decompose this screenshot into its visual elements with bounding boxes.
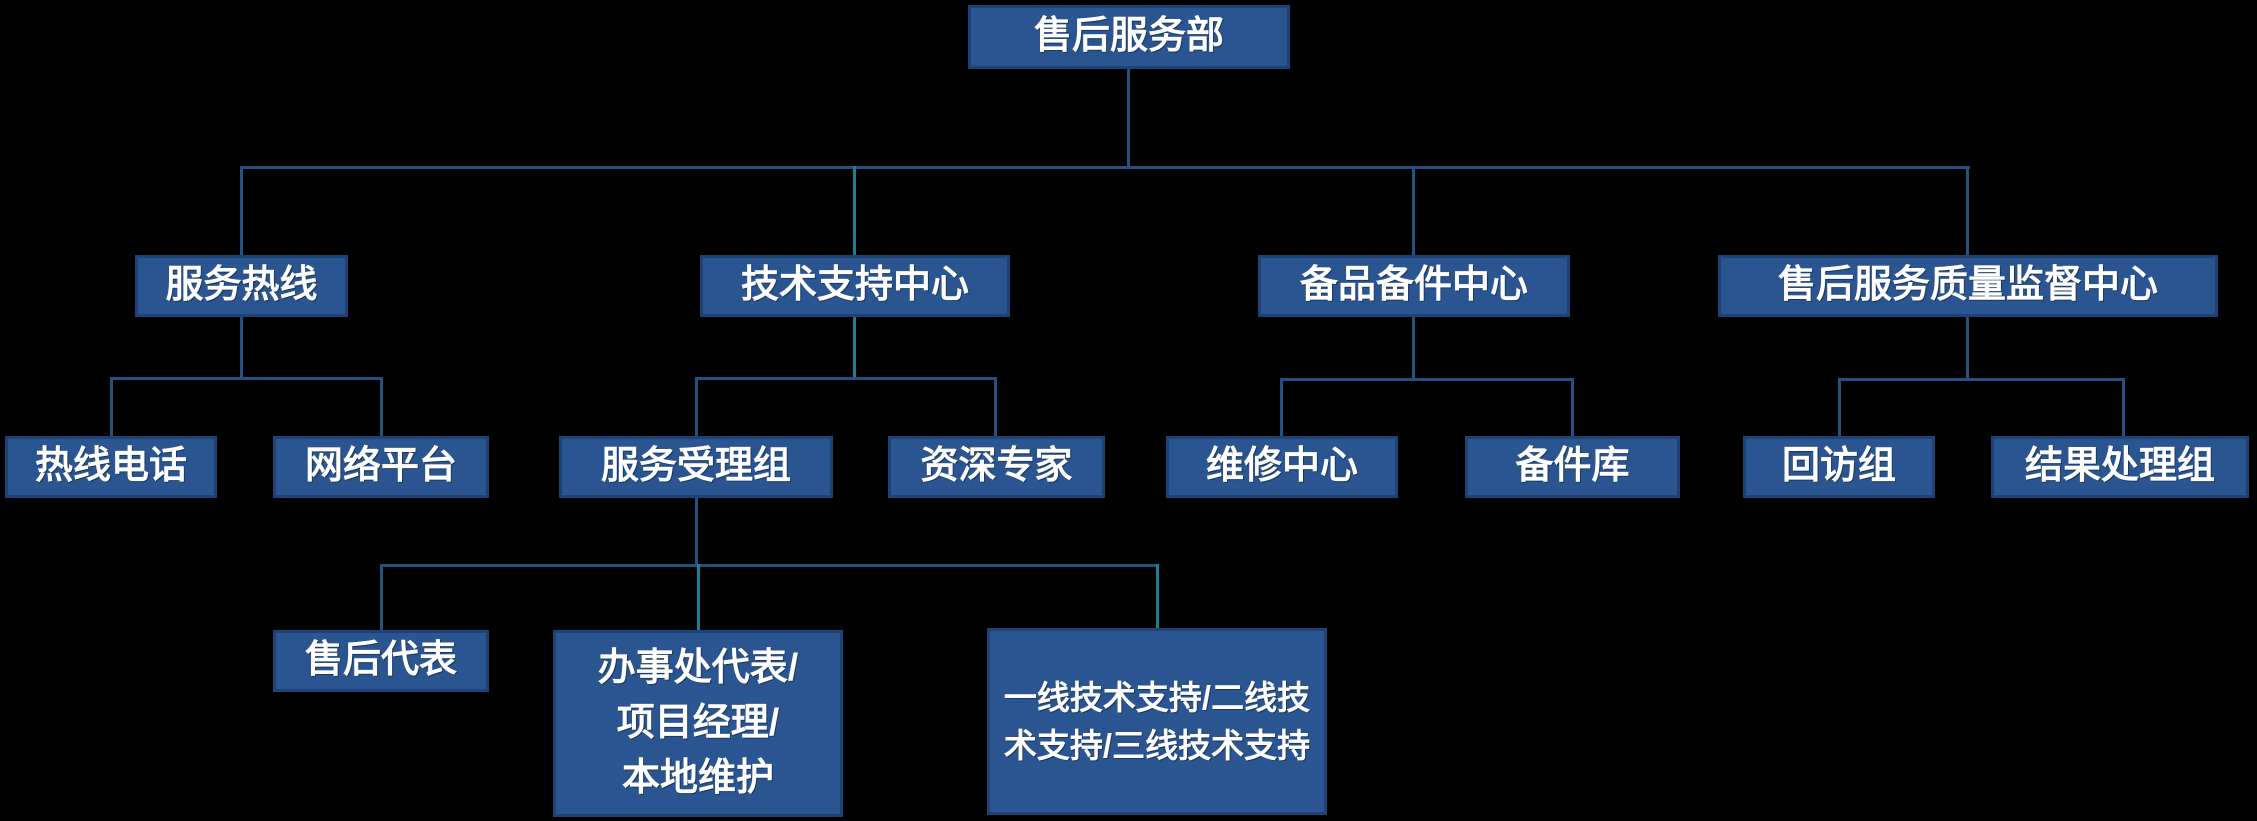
org-node-label: 服务热线: [165, 264, 318, 307]
connector-line: [2122, 378, 2125, 436]
connector-line: [380, 564, 1159, 567]
org-node-office-rep-project-manager-local-maintenance: 办事处代表/ 项目经理/ 本地维护: [553, 630, 843, 817]
org-node-hotline-phone: 热线电话: [5, 436, 217, 498]
org-node-repair-center: 维修中心: [1166, 436, 1398, 498]
org-node-service-quality-supervision-center: 售后服务质量监督中心: [1718, 255, 2218, 317]
org-node-spare-parts-center: 备品备件中心: [1258, 255, 1570, 317]
connector-line: [240, 166, 243, 255]
org-node-label: 备品备件中心: [1299, 264, 1528, 307]
connector-line: [380, 377, 383, 436]
connector-line: [853, 317, 856, 379]
connector-line: [695, 377, 997, 380]
org-node-label: 售后服务质量监督中心: [1777, 264, 2158, 307]
org-node-label: 办事处代表/ 项目经理/ 本地维护: [597, 646, 799, 800]
connector-line: [697, 564, 700, 630]
connector-line: [241, 166, 1970, 169]
org-node-label: 资深专家: [920, 445, 1073, 488]
connector-line: [1838, 378, 1841, 436]
org-node-online-platform: 网络平台: [273, 436, 489, 498]
org-node-label: 一线技术支持/二线技 术支持/三线技术支持: [1003, 678, 1311, 764]
org-node-after-sales-representative: 售后代表: [273, 630, 489, 692]
connector-line: [1838, 378, 2125, 381]
connector-line: [1412, 317, 1415, 379]
org-node-label: 售后服务部: [1033, 15, 1224, 58]
connector-line: [1280, 378, 1283, 436]
connector-line: [240, 317, 243, 379]
org-node-follow-up-group: 回访组: [1743, 436, 1935, 498]
org-node-label: 售后代表: [304, 639, 457, 682]
org-node-service-acceptance-group: 服务受理组: [559, 436, 833, 498]
org-node-tech-support-center: 技术支持中心: [700, 255, 1010, 317]
org-node-label: 热线电话: [34, 445, 187, 488]
org-node-label: 结果处理组: [2024, 445, 2215, 488]
org-node-label: 技术支持中心: [740, 264, 969, 307]
connector-line: [1280, 378, 1574, 381]
org-node-label: 维修中心: [1205, 445, 1358, 488]
connector-line: [1412, 166, 1415, 255]
connector-line: [853, 166, 856, 255]
connector-line: [1966, 317, 1969, 379]
org-node-tier1-tier2-tier3-tech-support: 一线技术支持/二线技 术支持/三线技术支持: [987, 628, 1327, 815]
org-node-result-handling-group: 结果处理组: [1991, 436, 2249, 498]
org-node-after-sales-service-dept: 售后服务部: [968, 5, 1290, 69]
connector-line: [380, 564, 383, 630]
org-node-label: 网络平台: [304, 445, 457, 488]
org-node-label: 回访组: [1781, 445, 1896, 488]
org-node-label: 服务受理组: [600, 445, 791, 488]
connector-line: [695, 377, 698, 436]
org-node-label: 备件库: [1515, 445, 1630, 488]
connector-line: [994, 377, 997, 436]
org-node-senior-experts: 资深专家: [888, 436, 1105, 498]
connector-line: [1127, 69, 1130, 167]
connector-line: [1156, 564, 1159, 628]
org-node-service-hotline: 服务热线: [135, 255, 348, 317]
org-node-spare-parts-warehouse: 备件库: [1465, 436, 1680, 498]
connector-line: [695, 498, 698, 566]
connector-line: [1571, 378, 1574, 436]
connector-line: [1966, 166, 1969, 255]
connector-line: [110, 377, 113, 436]
connector-line: [110, 377, 383, 380]
